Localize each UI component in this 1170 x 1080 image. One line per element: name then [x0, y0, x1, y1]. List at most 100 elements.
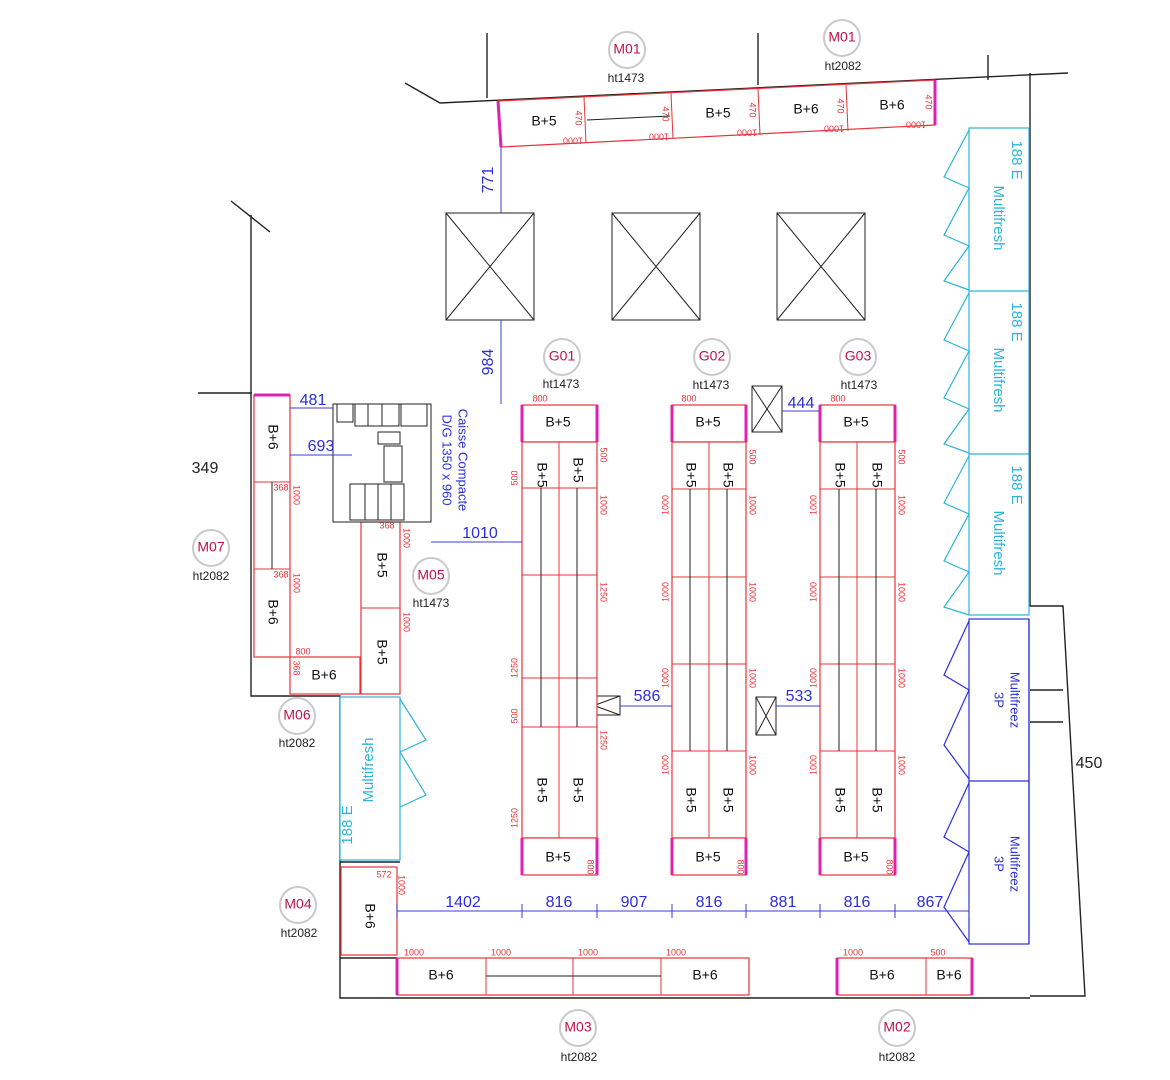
- marker-tag: M05: [417, 567, 444, 583]
- freezer-doors: 3P: [992, 692, 1007, 708]
- marker-height: ht1473: [841, 378, 878, 392]
- pillar: [445, 212, 535, 321]
- marker-m02: M02 ht2082: [878, 1009, 916, 1064]
- chiller-label: Multifresh: [360, 737, 377, 802]
- shelf-label: B+6: [936, 967, 962, 983]
- dim-small: 1000: [660, 755, 670, 775]
- marker-tags: M01 ht1473 M01 ht2082 G01 ht1473 G02 ht1…: [192, 19, 916, 1064]
- shelf-label: B+5: [832, 787, 848, 813]
- dim-small: 500: [930, 947, 945, 957]
- dim-small: 1000: [402, 528, 412, 548]
- dim-small: 1250: [509, 658, 519, 678]
- dim-small: 1000: [808, 495, 818, 515]
- dim-881: 881: [770, 894, 797, 911]
- chiller-cabinet: [968, 127, 1030, 616]
- dim-small: 1000: [402, 612, 412, 632]
- dim-444: 444: [788, 395, 815, 412]
- marker-tag: M04: [284, 896, 311, 912]
- dim-small: 1000: [599, 495, 609, 515]
- chiller-size: 188 E: [1008, 302, 1025, 341]
- dim-1010: 1010: [462, 525, 498, 542]
- dim-small: 500: [748, 449, 758, 464]
- marker-tag: M01: [613, 41, 640, 57]
- dim-small: 1000: [292, 573, 302, 593]
- chiller-label: Multifresh: [990, 510, 1007, 575]
- wall-shelves-m07: B+6 B+6 1000 1000 368 368: [253, 393, 302, 658]
- shelf-label: B+5: [374, 639, 390, 665]
- marker-height: ht2082: [561, 1050, 598, 1064]
- shelf-label: B+5: [695, 849, 721, 865]
- dim-small: 572: [376, 869, 391, 879]
- gondola-g01: B+5 B+5 B+5 B+5 B+5 B+5 800 500 500 1000…: [509, 393, 609, 876]
- dim-small: 800: [586, 859, 596, 874]
- dim-small: 1000: [897, 582, 907, 602]
- dim-small: 500: [897, 449, 907, 464]
- dim-small: 470: [924, 94, 934, 109]
- dim-small: 1000: [660, 668, 670, 688]
- dim-small: 500: [509, 470, 519, 485]
- checkout-size: D/G 1350 x 960: [440, 414, 455, 505]
- dim-small: 500: [509, 708, 519, 723]
- shelf-label: B+5: [869, 462, 885, 488]
- shelf-label: B+5: [705, 105, 731, 121]
- marker-tag: M06: [283, 707, 310, 723]
- dim-small: 800: [736, 859, 746, 874]
- dim-small: 1000: [666, 947, 686, 957]
- dim-small: 1000: [748, 495, 758, 515]
- top-wall: [404, 72, 1069, 104]
- dim-small: 1000: [491, 947, 511, 957]
- dim-small: 1000: [397, 875, 407, 895]
- shelf-label: B+5: [545, 414, 571, 430]
- dim-small: 500: [599, 447, 609, 462]
- dim-small: 1000: [404, 947, 424, 957]
- shelf-label: B+5: [570, 777, 586, 803]
- chiller-size: 188 E: [1008, 465, 1025, 504]
- marker-g01: G01 ht1473: [543, 338, 581, 391]
- marker-m05: M05 ht1473: [412, 557, 450, 610]
- dim-small: 800: [295, 646, 310, 656]
- dim-small: 368: [273, 569, 288, 579]
- dim-small: 470: [574, 110, 584, 125]
- marker-height: ht2082: [879, 1050, 916, 1064]
- shelf-label: B+5: [720, 787, 736, 813]
- dim-small: 800: [885, 859, 895, 874]
- freezer-label: Multifreez: [1008, 672, 1023, 728]
- multifreez-freezers: Multifreez 3P Multifreez 3P: [943, 618, 1030, 945]
- pillar: [776, 212, 866, 321]
- shelf-unit: [340, 866, 398, 956]
- dim-small: 1000: [906, 120, 926, 130]
- pillars: [445, 212, 866, 736]
- shelf-label: B+5: [545, 849, 571, 865]
- shelf-label: B+6: [428, 967, 454, 983]
- shelf-label: B+5: [720, 462, 736, 488]
- shelf-label: B+6: [879, 97, 905, 113]
- freezer-label: Multifreez: [1008, 836, 1023, 892]
- shelf-label: B+5: [534, 777, 550, 803]
- dim-small: 470: [661, 106, 671, 121]
- dim-small: 1250: [599, 730, 609, 750]
- dim-small: 1000: [563, 136, 583, 146]
- dim-small: 1000: [748, 582, 758, 602]
- marker-height: ht2082: [193, 569, 230, 583]
- dim-533: 533: [786, 688, 813, 705]
- wall-shelves-m02: B+6 B+6 1000 500: [835, 947, 974, 996]
- dim-small: 1000: [897, 495, 907, 515]
- dim-693: 693: [308, 438, 335, 455]
- wall-shelves-m06: B+6 800 368: [289, 646, 361, 695]
- dim-small: 1000: [737, 128, 757, 138]
- dim-small: 1000: [897, 668, 907, 688]
- shelf-label: B+6: [311, 667, 337, 683]
- checkout-label: Caisse Compacte: [456, 409, 471, 512]
- dim-small: 1250: [509, 808, 519, 828]
- marker-tag: M02: [883, 1019, 910, 1035]
- dim-small: 1000: [578, 947, 598, 957]
- shelf-label: B+5: [534, 462, 550, 488]
- chiller-cabinet: [339, 696, 401, 861]
- shelf-label: B+6: [692, 967, 718, 983]
- marker-m07: M07 ht2082: [192, 529, 230, 583]
- dim-586: 586: [634, 688, 661, 705]
- dim-small: 1000: [897, 755, 907, 775]
- shelf-unit: [836, 957, 973, 996]
- shelf-label: B+5: [832, 462, 848, 488]
